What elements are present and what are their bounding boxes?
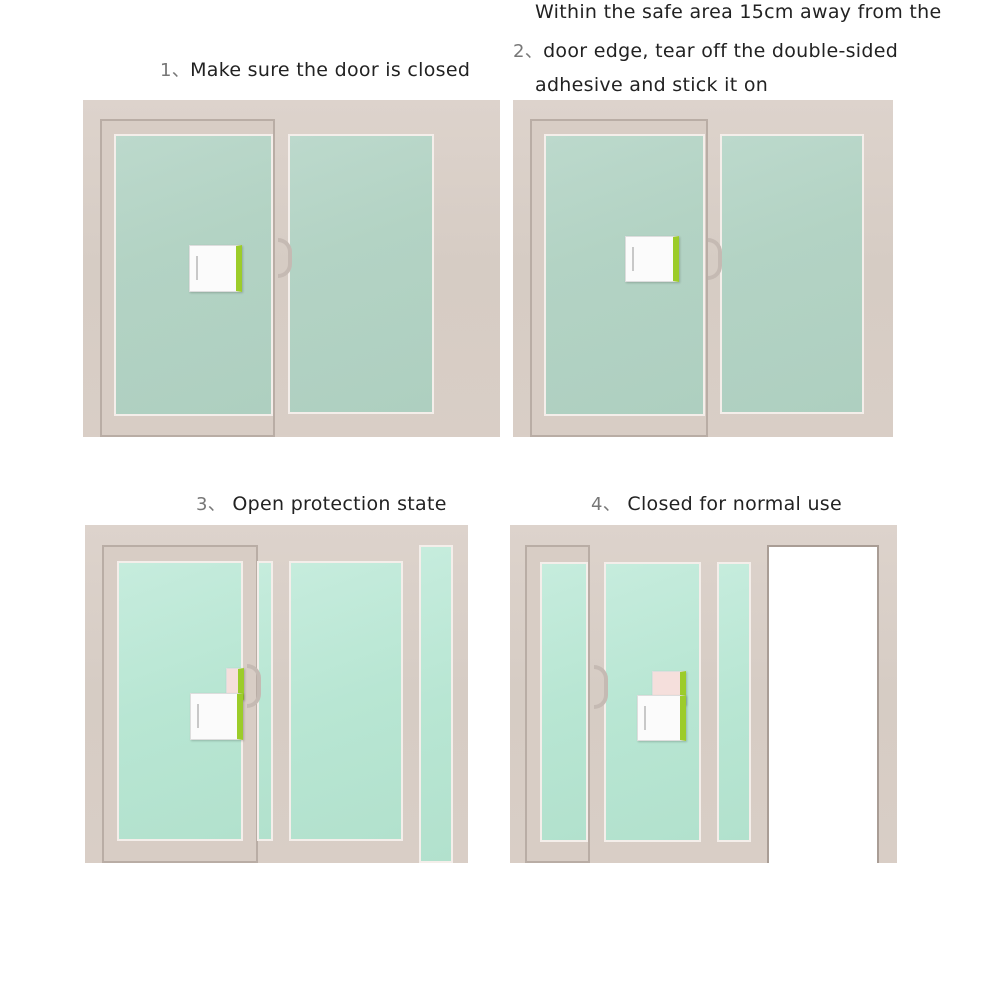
step-3-text: Open protection state [232,493,447,515]
step-2-number: 2、 [513,41,544,62]
door-lock-device [637,695,686,741]
step-3-number: 3、 [196,494,227,515]
step-1-caption: 1、Make sure the door is closed [160,56,470,82]
step-2-line-1: Within the safe area 15cm away from the [535,1,942,23]
glass-pane [717,562,751,842]
door-handle-icon [247,664,261,708]
step-4-text: Closed for normal use [627,493,842,515]
step-4-caption: 4、 Closed for normal use [591,490,842,516]
glass-pane [540,562,588,842]
step-3-caption: 3、 Open protection state [196,490,447,516]
step-2-line-2: door edge, tear off the double-sided [543,40,899,62]
door-lock-device [189,245,242,292]
glass-pane [419,545,453,863]
door-lock-device [190,693,243,740]
door-lock-device [625,236,679,282]
glass-pane [257,561,273,841]
step-2-caption: 2、door edge, tear off the double-sided [513,37,898,63]
glass-pane [289,561,403,841]
step-2-line-3: adhesive and stick it on [535,74,769,96]
door-handle-icon [594,665,608,709]
glass-pane [720,134,864,414]
step-1-number: 1、 [160,60,191,81]
glass-pane [288,134,434,414]
open-doorway [767,545,879,863]
step-4-number: 4、 [591,494,622,515]
door-handle-icon [278,238,292,278]
door-handle-icon [708,238,722,280]
step-1-text: Make sure the door is closed [190,59,471,81]
